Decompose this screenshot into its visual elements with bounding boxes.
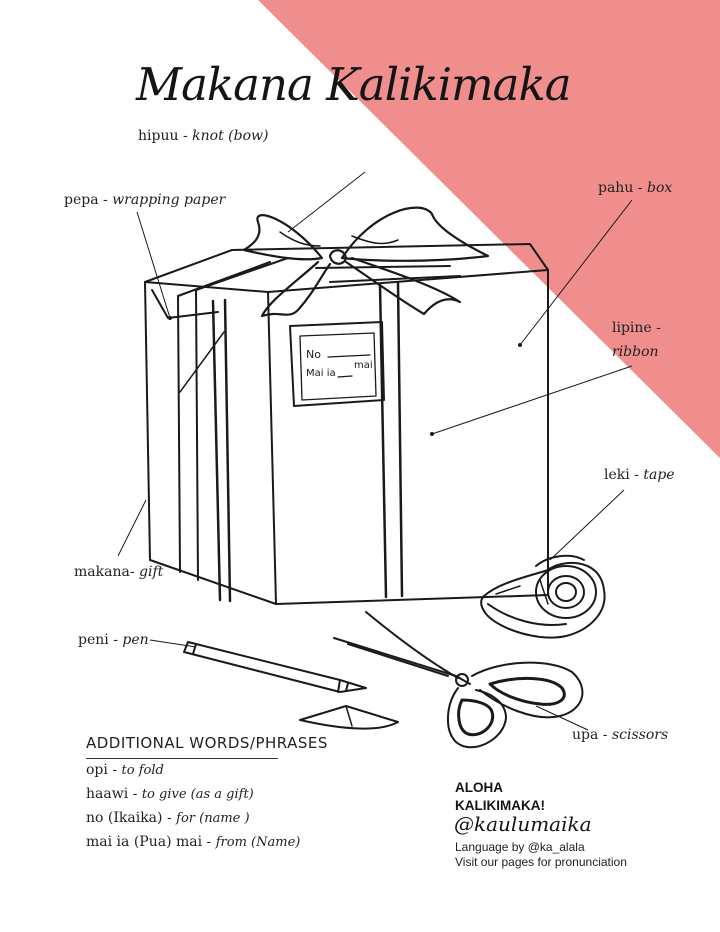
tag-line-no: No [306,348,321,361]
credit-line-1: Language by @ka_alala [455,840,585,854]
additional-item: haawi - to give (as a gift) [86,786,254,802]
label-meaning: knot (bow) [192,128,269,144]
label-upa: upa - scissors [572,727,668,743]
label-lipine-meaning: ribbon [612,344,659,360]
item-meaning: for (name ) [176,811,250,826]
label-word: upa [572,727,599,743]
tag-line-mai: mai [354,360,373,371]
item-meaning: to fold [121,763,164,778]
label-sep: - [98,192,113,208]
label-meaning: pen [122,632,149,648]
label-sep: - [598,727,612,743]
page-title: Makana Kalikimaka [136,58,572,111]
item-meaning: from (Name) [215,835,301,850]
scissors-illustration [333,611,584,749]
additional-item: opi - to fold [86,762,164,778]
label-word: peni [78,632,109,648]
label-makana: makana- gift [74,564,163,580]
additional-divider [86,758,278,759]
label-sep: - [129,564,140,580]
label-pahu: pahu - box [598,180,672,196]
label-pepa: pepa - wrapping paper [64,192,225,208]
pointer-lines [117,171,633,731]
pen-illustration [183,641,367,693]
social-handle: @kaulumaika [454,812,592,836]
item-sep: - [107,762,122,778]
aloha-line-2: KALIKIMAKA! [455,798,545,813]
label-word: lipine [612,320,652,336]
tag-line-mai-ia: Mai ia [306,368,336,379]
label-meaning: gift [139,564,164,580]
additional-item: mai ia (Pua) mai - from (Name) [86,834,300,850]
label-sep: - [651,320,661,336]
label-peni: peni - pen [78,632,149,648]
item-sep: - [202,834,216,850]
tape-dispenser-illustration [480,554,606,639]
label-sep: - [633,180,647,196]
label-meaning: tape [643,467,675,483]
label-meaning: ribbon [612,344,659,360]
item-word: haawi [86,786,129,802]
label-word: leki [604,467,630,483]
item-sep: - [162,810,177,826]
item-word: mai ia (Pua) mai [86,834,203,850]
additional-item: no (Ikaika) - for (name ) [86,810,250,826]
gift-box-illustration [144,206,549,605]
label-sep: - [629,467,644,483]
item-word: opi [86,762,108,778]
credit-line-2: Visit our pages for pronunciation [455,855,627,869]
label-leki: leki - tape [604,467,675,483]
item-meaning: to give (as a gift) [141,787,254,802]
additional-heading: ADDITIONAL WORDS/PHRASES [86,734,328,752]
label-meaning: scissors [611,727,669,743]
label-word: hipuu [138,128,179,144]
label-meaning: box [646,180,673,196]
label-word: pahu [598,180,634,196]
label-meaning: wrapping paper [112,192,226,208]
item-sep: - [128,786,142,802]
aloha-line-1: ALOHA [455,780,503,795]
accent-triangle [258,0,720,458]
name-tag [289,321,385,407]
label-lipine: lipine - [612,320,661,336]
label-word: pepa [64,192,99,208]
label-hipuu: hipuu - knot (bow) [138,128,268,144]
label-word: makana [74,564,130,580]
label-sep: - [108,632,123,648]
pen-cap-illustration [299,705,399,730]
item-word: no (Ikaika) [86,810,163,826]
label-sep: - [178,128,193,144]
